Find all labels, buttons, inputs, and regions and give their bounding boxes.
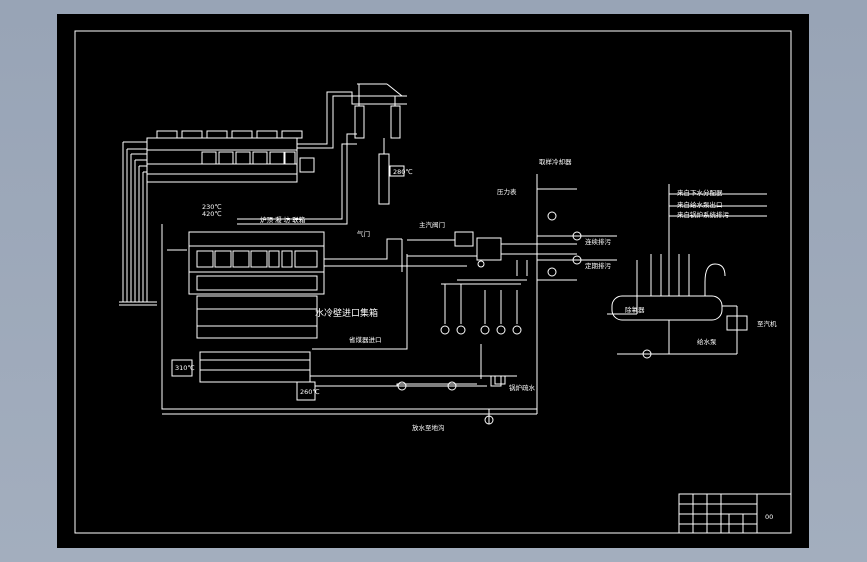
drawing-sheet: 炉顶 凝 坊 联箱 水冷壁进口集箱 除氧器 至汽机 给水泵 来自下水分配器 来自…	[57, 14, 809, 548]
label-furnace-roof: 炉顶 凝 坊 联箱	[260, 215, 306, 224]
instrument-columns	[440, 283, 522, 385]
label-right-3: 来自锅炉系统排污	[677, 210, 730, 219]
superheater-block	[146, 130, 315, 183]
diagram-labels: 炉顶 凝 坊 联箱 水冷壁进口集箱 除氧器 至汽机 给水泵 来自下水分配器 来自…	[175, 157, 777, 521]
deaerator-drum	[611, 184, 767, 359]
title-block	[678, 493, 792, 534]
label-boiler-drain: 锅炉疏水	[509, 383, 536, 392]
label-temp-c: 310℃	[175, 364, 195, 372]
label-sampling-cooler: 取样冷却器	[539, 157, 572, 166]
label-pressure-gauge: 压力表	[497, 187, 517, 196]
label-temp-e: 280℃	[393, 168, 413, 176]
title-block-drawing-no: 00	[765, 513, 773, 521]
label-right-1: 来自下水分配器	[677, 188, 723, 197]
label-continuous-blowdown: 连续排污	[585, 237, 612, 246]
label-feedwater-pump: 给水泵	[697, 337, 717, 346]
label-temp-b: 420℃	[202, 210, 222, 218]
label-economizer-inlet: 省煤器进口	[349, 335, 382, 344]
label-main-steam-valve: 主汽阀门	[419, 220, 445, 229]
bottom-drain-lines	[162, 375, 537, 425]
valve-branches	[536, 174, 638, 414]
piping-diagram	[74, 30, 792, 534]
upper-steam-lines	[237, 83, 407, 225]
boiler-furnace	[171, 231, 325, 401]
drawing-border	[74, 30, 792, 534]
label-temp-a: 230℃	[202, 203, 222, 211]
label-periodic-blowdown: 定期排污	[585, 261, 612, 270]
label-water-wall-inlet: 水冷壁进口集箱	[315, 307, 378, 319]
left-pipe-bundle	[119, 141, 157, 306]
label-gas-inlet-valve: 气门	[357, 229, 370, 238]
label-to-turbine: 至汽机	[757, 319, 777, 328]
label-deaerator: 除氧器	[625, 305, 645, 314]
label-right-2: 来自给水泵出口	[677, 200, 723, 209]
label-drain-trench: 放水至地沟	[412, 423, 445, 432]
label-temp-d: 260℃	[300, 388, 320, 396]
